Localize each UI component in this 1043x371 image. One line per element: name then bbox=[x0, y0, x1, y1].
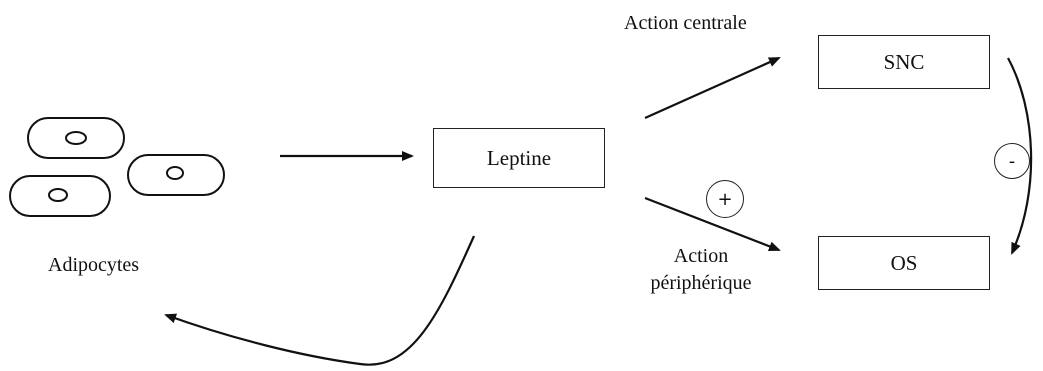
os-box: OS bbox=[818, 236, 990, 290]
plus-sign: + bbox=[706, 180, 744, 218]
adipocytes-label: Adipocytes bbox=[48, 254, 140, 276]
action-peripherique-label: Action périphérique bbox=[646, 243, 756, 297]
minus-sign: - bbox=[994, 143, 1030, 179]
arrow-snc-to-os bbox=[1007, 57, 1033, 255]
adipocyte-cell bbox=[127, 154, 225, 196]
arrow-leptine-to-snc bbox=[644, 56, 781, 120]
os-label: OS bbox=[890, 250, 918, 275]
adipocyte-cell bbox=[9, 175, 111, 217]
snc-box: SNC bbox=[818, 35, 990, 89]
arrow-feedback-to-adipocytes bbox=[164, 235, 476, 366]
minus-sign-text: - bbox=[1008, 150, 1016, 172]
adipocyte-cell bbox=[27, 117, 125, 159]
adipocytes-cells bbox=[9, 117, 225, 217]
plus-sign-text: + bbox=[717, 188, 733, 210]
action-peripherique-line2: périphérique bbox=[650, 272, 752, 294]
leptine-label: Leptine bbox=[486, 145, 552, 170]
arrow-leptine-to-os bbox=[644, 196, 781, 252]
snc-label: SNC bbox=[883, 49, 925, 74]
action-peripherique-line1: Action bbox=[673, 245, 729, 267]
action-centrale-label: Action centrale bbox=[624, 12, 747, 34]
leptine-box: Leptine bbox=[433, 128, 605, 188]
